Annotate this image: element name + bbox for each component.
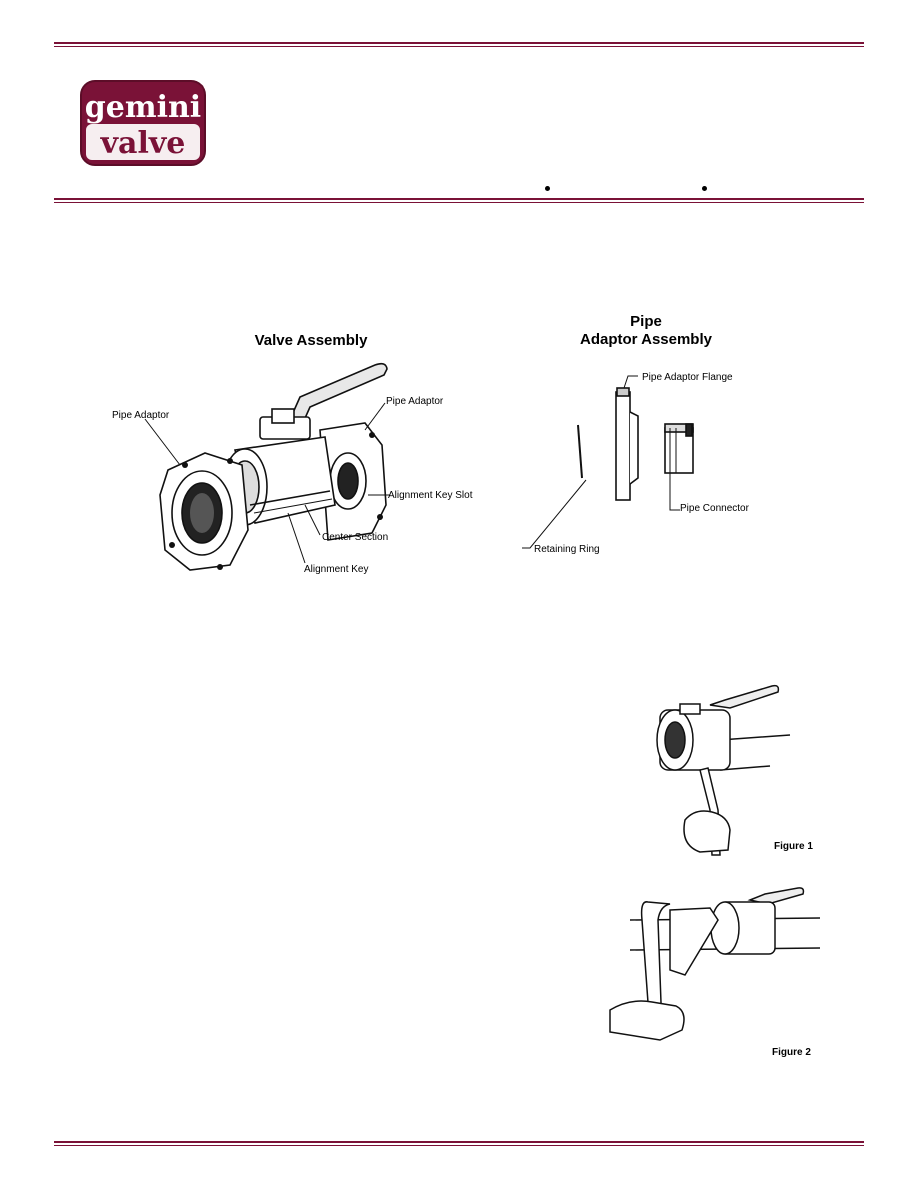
title-line-1: Pipe	[630, 313, 662, 330]
title-line-2: Adaptor Assembly	[580, 331, 712, 348]
gemini-valve-logo: gemini valve ®	[80, 80, 206, 166]
label-pipe-adaptor-right: Pipe Adaptor	[386, 396, 444, 407]
registered-mark: ®	[198, 84, 205, 92]
label-retaining-ring: Retaining Ring	[534, 544, 600, 555]
valve-assembly-drawing	[144, 362, 390, 571]
figure-2-illustration	[609, 887, 821, 1041]
label-pipe-adaptor-left: Pipe Adaptor	[112, 410, 170, 421]
label-pipe-connector: Pipe Connector	[680, 503, 749, 514]
logo-text-gemini: gemini	[85, 90, 201, 125]
header-bottom-rule	[54, 198, 864, 203]
logo-text-valve: valve	[100, 126, 186, 161]
figure-1-caption: Figure 1	[774, 841, 813, 852]
pipe-adaptor-assembly-title: Pipe Adaptor Assembly	[556, 313, 736, 349]
figure-2-caption: Figure 2	[772, 1047, 811, 1058]
figure-1-illustration	[656, 684, 791, 856]
label-pipe-adaptor-flange: Pipe Adaptor Flange	[642, 372, 733, 383]
label-alignment-key: Alignment Key	[304, 564, 369, 575]
valve-assembly-title: Valve Assembly	[254, 332, 368, 349]
header-rule	[54, 42, 864, 47]
footer-rule	[54, 1141, 864, 1146]
bullet-dot	[545, 186, 550, 191]
label-alignment-key-slot: Alignment Key Slot	[388, 490, 473, 501]
bullet-dot	[702, 186, 707, 191]
pipe-adaptor-assembly-drawing	[522, 375, 694, 549]
label-center-section: Center Section	[322, 532, 389, 543]
